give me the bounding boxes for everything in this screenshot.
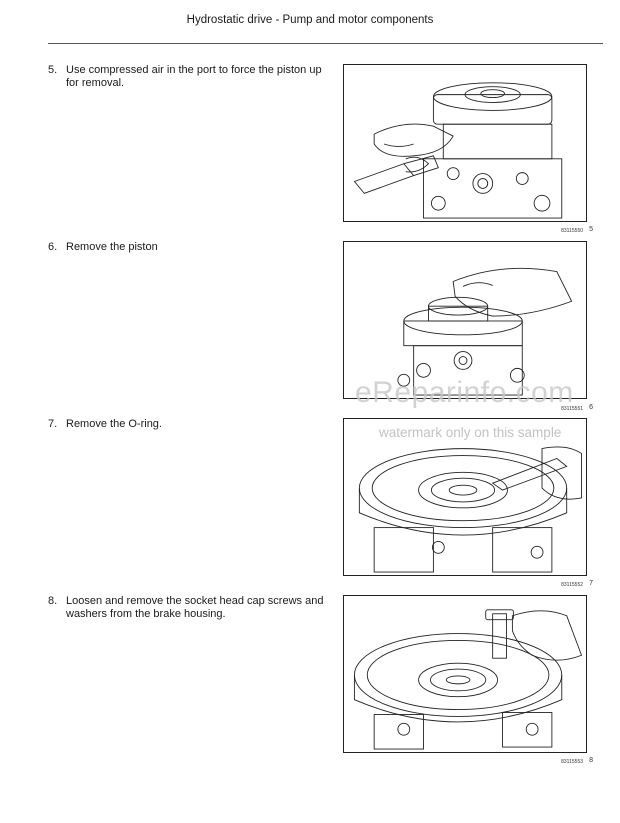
figure-code: 83115553 [561,759,583,765]
step-number: 6. [48,241,58,253]
figure-number: 8 [589,757,593,764]
watermark-note: watermark only on this sample [379,425,562,440]
figure-code: 83115552 [561,582,583,588]
step-text-line2: for removal. [66,77,125,89]
step-7: 7. Remove the O-ring. [48,418,328,431]
figure-5-illustration [343,64,587,222]
step-number: 7. [48,418,58,430]
step-number: 8. [48,595,58,607]
figure-number: 7 [589,580,593,587]
step-text-line1: Use compressed air in the port to force … [66,64,322,76]
step-text-line2: washers from the brake housing. [66,608,226,620]
figure-number: 6 [589,404,593,411]
step-6: 6. Remove the piston [48,241,328,254]
step-text-line1: Remove the piston [66,241,158,253]
figure-code: 83115550 [561,228,583,234]
figure-8-illustration [343,595,587,753]
step-text-line1: Loosen and remove the socket head cap sc… [66,595,324,607]
figure-7-illustration [343,418,587,576]
step-5: 5. Use compressed air in the port to forc… [48,64,328,90]
figure-number: 5 [589,226,593,233]
figure-code: 83115551 [561,406,583,412]
step-text-line1: Remove the O-ring. [66,418,162,430]
figure-6-illustration [343,241,587,399]
watermark-site: eReparinfo.com [355,376,574,409]
step-number: 5. [48,64,58,76]
header-rule [48,43,603,44]
page-header-title: Hydrostatic drive - Pump and motor compo… [186,14,434,26]
step-8: 8. Loosen and remove the socket head cap … [48,595,328,621]
